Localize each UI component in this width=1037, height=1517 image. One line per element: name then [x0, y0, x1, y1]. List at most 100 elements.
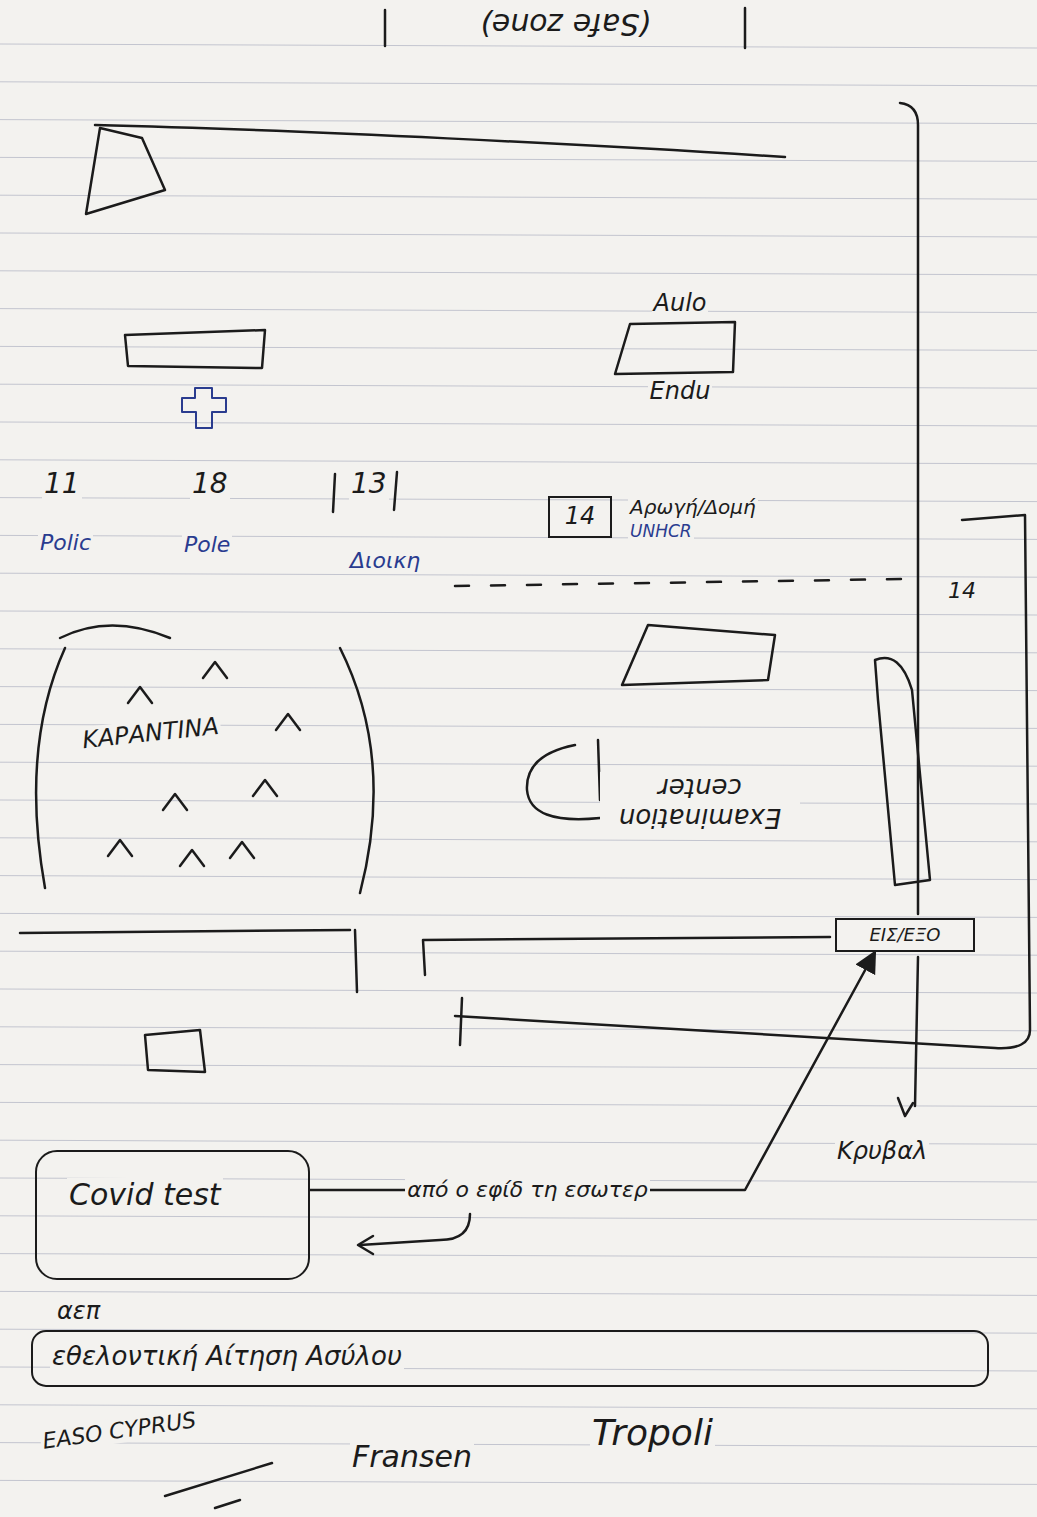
- tent-symbol: [180, 850, 204, 866]
- hook-arrow: [360, 1214, 470, 1245]
- building-with-labels: AuloEndu: [605, 290, 755, 405]
- map-label: Αρωγή/Δομή: [628, 496, 758, 519]
- node-text: ΚΑΡΑΝΤΙΝΑ: [79, 713, 222, 755]
- tent-symbol: [128, 687, 152, 703]
- map-label: UNHCR: [628, 522, 694, 542]
- underline-stroke: [165, 1463, 272, 1496]
- note-band: αεπ εθελοντική Αίτηση Ασύλου: [30, 1298, 990, 1387]
- ruled-line: [0, 838, 1037, 842]
- map-label: Polic: [38, 530, 93, 555]
- ruled-line: [0, 762, 1037, 766]
- ruled-line: [0, 309, 1037, 313]
- bracket-mark: [384, 10, 387, 46]
- ruled-line: [0, 687, 1037, 691]
- sketch-lines: [20, 8, 1030, 1508]
- building-outline: [145, 1030, 205, 1072]
- map-label: 13: [349, 468, 389, 500]
- zone-outline: [20, 608, 385, 898]
- label-slot: 11: [42, 468, 82, 500]
- ruled-line: [0, 1065, 1037, 1069]
- label-slot: Pole: [182, 532, 232, 557]
- label-slot: Κρυβαλ: [835, 1138, 929, 1166]
- ruled-line: [0, 913, 1037, 917]
- ruled-line: [0, 346, 1037, 350]
- ruled-line: [0, 44, 1037, 48]
- ruled-line: [0, 1443, 1037, 1447]
- ruled-line: [0, 271, 1037, 275]
- tick-mark: [898, 1098, 913, 1116]
- fence-line: [455, 515, 1030, 1048]
- label-slot: Fransen: [350, 1440, 474, 1475]
- map-label: Examination center: [600, 772, 800, 832]
- ruled-line: [0, 1405, 1037, 1409]
- node-text: εθελοντική Αίτηση Ασύλου: [50, 1342, 404, 1372]
- node-text: Endu: [648, 378, 713, 406]
- ruled-line: [0, 1216, 1037, 1220]
- medical-cross: [182, 388, 226, 428]
- bracket-mark: [394, 472, 397, 510]
- hook-arrow-head: [358, 1236, 373, 1254]
- ruled-line: [0, 1480, 1037, 1484]
- map-label: Tropoli: [590, 1412, 715, 1453]
- ruled-line: [0, 1102, 1037, 1106]
- camp-zone: ΚΑΡΑΝΤΙΝΑ: [20, 608, 385, 898]
- ruled-line: [0, 649, 1037, 653]
- label-slot: Polic: [38, 530, 93, 555]
- tent-symbol: [108, 840, 132, 856]
- map-label: 11: [42, 468, 82, 500]
- label-slot: Tropoli: [590, 1412, 715, 1453]
- gate-mark: [460, 998, 462, 1045]
- ruled-line: [0, 460, 1037, 464]
- map-label: 14: [946, 578, 978, 603]
- map-label: (Safe zone): [478, 6, 653, 41]
- ruled-line: [0, 120, 1037, 124]
- building-outline: [615, 322, 735, 374]
- building-outline: [86, 128, 165, 214]
- label-slot: Αρωγή/Δομή: [628, 496, 758, 519]
- ruled-line: [0, 82, 1037, 86]
- label-slot: Διοικη: [348, 548, 422, 573]
- wall-line: [900, 103, 918, 914]
- node-text: αεπ: [55, 1298, 102, 1326]
- wall-line: [355, 930, 357, 992]
- zone-strokes: [36, 626, 374, 894]
- note-box: Covid test: [35, 1150, 310, 1280]
- tent-symbol: [163, 794, 187, 810]
- building-box: 14: [548, 496, 612, 538]
- node-text: Aulo: [652, 290, 709, 318]
- underline-stroke: [215, 1500, 240, 1508]
- ruled-line: [0, 989, 1037, 993]
- node-text: Covid test: [67, 1178, 223, 1213]
- map-label: 18: [190, 468, 230, 500]
- map-label: EASO CYPRUS: [39, 1407, 200, 1454]
- ruled-line: [0, 1027, 1037, 1031]
- map-label: Κρυβαλ: [835, 1138, 929, 1166]
- label-slot: Examination center: [600, 772, 800, 832]
- ruled-line: [0, 1291, 1037, 1295]
- bracket-mark: [744, 8, 747, 48]
- ruled-line: [0, 157, 1037, 161]
- building-outline: [527, 740, 600, 819]
- map-label: Διοικη: [348, 548, 422, 573]
- ruled-line: [0, 611, 1037, 615]
- map-label: Pole: [182, 532, 232, 557]
- ruled-line: [0, 233, 1037, 237]
- label-slot: (Safe zone): [478, 6, 653, 41]
- building-box: ΕΙΣ/ΕΞΟ: [835, 918, 975, 952]
- zone-arc: [60, 626, 170, 639]
- ruled-line: [0, 422, 1037, 426]
- label-slot: 14: [946, 578, 978, 603]
- tent-symbol: [253, 780, 277, 796]
- band-outline: [32, 1331, 988, 1386]
- zone-bracket: [36, 648, 65, 888]
- map-label: Fransen: [350, 1440, 474, 1475]
- ruled-line: [0, 876, 1037, 880]
- label-slot: 18: [190, 468, 230, 500]
- building-slot: [605, 318, 755, 378]
